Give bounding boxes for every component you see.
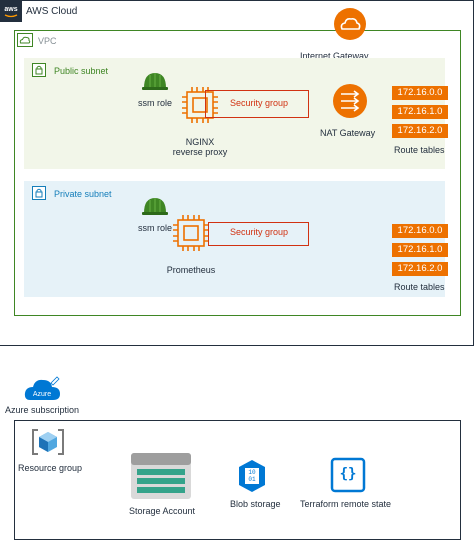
aws-cloud-label: AWS Cloud [26, 6, 78, 17]
terraform-state-icon: {} [330, 457, 366, 493]
azure-subscription-label: Azure subscription [5, 405, 80, 415]
svg-text:aws: aws [4, 6, 17, 13]
security-group-box [208, 222, 309, 246]
private-subnet-label: Private subnet [54, 189, 112, 199]
nat-gateway-icon [332, 83, 368, 119]
blob-storage-icon: 10 01 [238, 459, 266, 493]
storage-account-icon [130, 452, 192, 500]
internet-gateway-label: Internet Gateway [300, 51, 369, 61]
resource-group-icon [30, 425, 66, 459]
vpc-label: VPC [38, 36, 57, 46]
ec2-instance-icon [170, 212, 212, 254]
route-tables-label: Route tables [394, 282, 445, 292]
security-group-label: Security group [230, 98, 289, 108]
route-table-entry: 172.16.0.0 [392, 86, 448, 100]
route-table-entry: 172.16.1.0 [392, 243, 448, 257]
helmet-icon [141, 70, 169, 92]
public-subnet-label: Public subnet [54, 66, 109, 76]
reverse-proxy-label: reverse proxy [172, 147, 228, 157]
security-group-box [205, 90, 309, 118]
route-table-entry: 172.16.2.0 [392, 262, 448, 276]
security-group-label: Security group [230, 227, 289, 237]
route-tables-label: Route tables [394, 145, 445, 155]
resource-group-label: Resource group [18, 463, 83, 473]
helmet-icon [141, 195, 169, 217]
storage-account-label: Storage Account [129, 506, 196, 516]
route-table-entry: 172.16.1.0 [392, 105, 448, 119]
route-table-entry: 172.16.0.0 [392, 224, 448, 238]
azure-icon-text: Azure [33, 391, 51, 398]
aws-logo: aws [0, 0, 22, 22]
blob-icon-bits-line2: 01 [248, 476, 256, 483]
ssm-role-label: ssm role [138, 223, 173, 233]
public-subnet [24, 58, 445, 169]
terraform-remote-state-label: Terraform remote state [300, 499, 392, 509]
blob-icon-bits: 10 01 [245, 469, 259, 483]
vpc-frame [14, 30, 461, 316]
azure-subscription-frame [14, 420, 461, 540]
cloud-icon [17, 33, 33, 47]
prometheus-label: Prometheus [166, 265, 216, 275]
azure-icon: Azure [24, 374, 62, 404]
private-subnet [24, 181, 445, 297]
route-table-entry: 172.16.2.0 [392, 124, 448, 138]
lock-icon [32, 63, 46, 77]
lock-icon [32, 186, 46, 200]
internet-gateway-icon [333, 7, 367, 41]
nat-gateway-label: NAT Gateway [320, 128, 376, 138]
blob-icon-bits-line1: 10 [248, 469, 256, 476]
terraform-icon-braces: {} [339, 466, 357, 482]
nginx-label: NGINX [185, 137, 215, 147]
ssm-role-label: ssm role [138, 98, 173, 108]
blob-storage-label: Blob storage [230, 499, 281, 509]
ec2-instance-icon [179, 84, 221, 126]
